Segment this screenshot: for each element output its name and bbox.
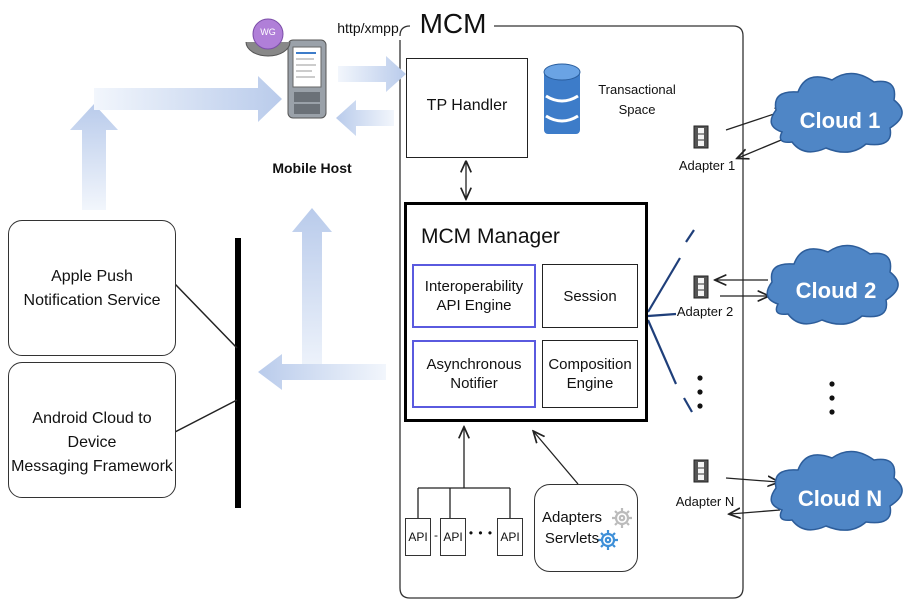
adapters-servlets-box: Adapters Servlets: [534, 484, 638, 572]
database-icon: [543, 63, 581, 134]
adapter-2-label: Adapter 2: [676, 304, 734, 319]
vertical-ellipsis: [697, 375, 835, 415]
adapter-2-icon: [693, 275, 709, 299]
transactional-space-label: Transactional Space: [598, 82, 676, 117]
session-box: Session: [542, 264, 638, 328]
apple-push-box: Apple Push Notification Service: [8, 220, 176, 356]
cloud-2-shape: [766, 244, 899, 325]
cloud-1-shape: [770, 72, 903, 153]
api-separator: -: [434, 528, 438, 542]
tp-handler-box: TP Handler: [406, 58, 528, 158]
interop-api-engine: Interoperability API Engine: [412, 264, 536, 328]
wg-badge-icon: [245, 18, 291, 57]
mobile-host-label: Mobile Host: [272, 160, 352, 176]
cloud-n-label: Cloud N: [797, 486, 883, 511]
servlets-gear-icon-back: [612, 508, 632, 528]
mcm-title: MCM: [412, 8, 494, 40]
mobile-phone-icon: [287, 39, 327, 119]
adapter-icons: [693, 125, 709, 483]
api-box-3: API: [497, 518, 523, 556]
push-path-arrows: [70, 76, 282, 210]
notification-bus: [235, 238, 241, 508]
composition-engine: Composition Engine: [542, 340, 638, 408]
apple-push-label: Apple Push Notification Service: [23, 268, 161, 309]
adapter-1-label: Adapter 1: [678, 158, 736, 173]
adapter-n-icon: [693, 459, 709, 483]
android-c2dm-label: Android Cloud to Device Messaging Framew…: [11, 410, 173, 475]
cloud-n-shape: [770, 450, 903, 531]
cloud-2-label: Cloud 2: [795, 278, 877, 303]
right-arrow-to-host: [94, 76, 282, 122]
mcm-manager-title: MCM Manager: [421, 225, 560, 248]
arrow-up-to-host: [292, 208, 332, 380]
arrow-to-bus: [258, 354, 386, 390]
tp-handler-label: TP Handler: [426, 97, 508, 114]
mcm-container: [399, 25, 744, 599]
protocol-label: http/xmpp: [337, 20, 399, 36]
api-ellipsis: • • •: [468, 526, 494, 540]
servlets-gear-icon: [598, 530, 618, 550]
up-arrow-apple: [70, 104, 118, 210]
adapters-servlets-label: Adapters Servlets: [541, 509, 603, 547]
adapter-1-icon: [693, 125, 709, 149]
arrow-host-to-tp: [338, 56, 406, 92]
adapter-n-label: Adapter N: [675, 494, 735, 509]
android-c2dm-box: Android Cloud to Device Messaging Framew…: [8, 362, 176, 498]
arrow-tp-to-host: [336, 100, 394, 136]
cloud-shapes: [766, 72, 903, 531]
wg-badge-label: WG: [260, 27, 276, 37]
api-box-1: API: [405, 518, 431, 556]
api-box-2: API: [440, 518, 466, 556]
cloud-1-label: Cloud 1: [799, 108, 881, 133]
async-notifier: Asynchronous Notifier: [412, 340, 536, 408]
